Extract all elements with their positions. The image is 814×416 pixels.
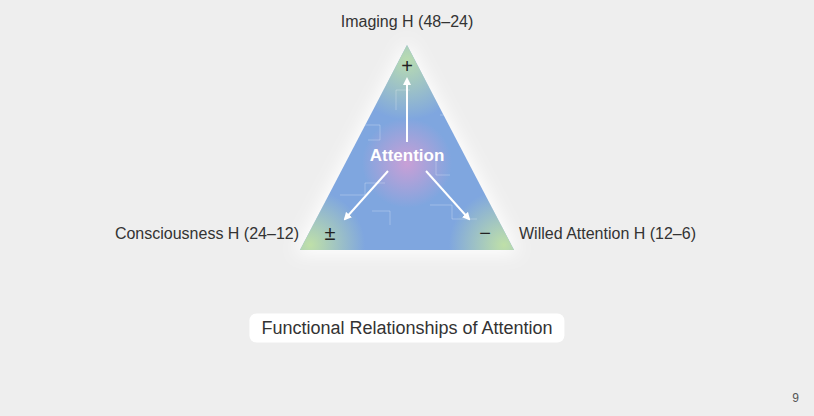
sign-symbol: ± (325, 222, 336, 245)
vertex-label: Imaging H (48–24) (341, 13, 474, 31)
caption-box: Functional Relationships of Attention (249, 314, 564, 343)
vertex-label: Consciousness H (24–12) (115, 225, 299, 243)
page-number: 9 (792, 391, 799, 405)
vertex-label: Willed Attention H (12–6) (519, 225, 696, 243)
sign-symbol: − (479, 222, 491, 245)
node-label: Attention (370, 146, 445, 166)
sign-symbol: + (401, 55, 413, 78)
